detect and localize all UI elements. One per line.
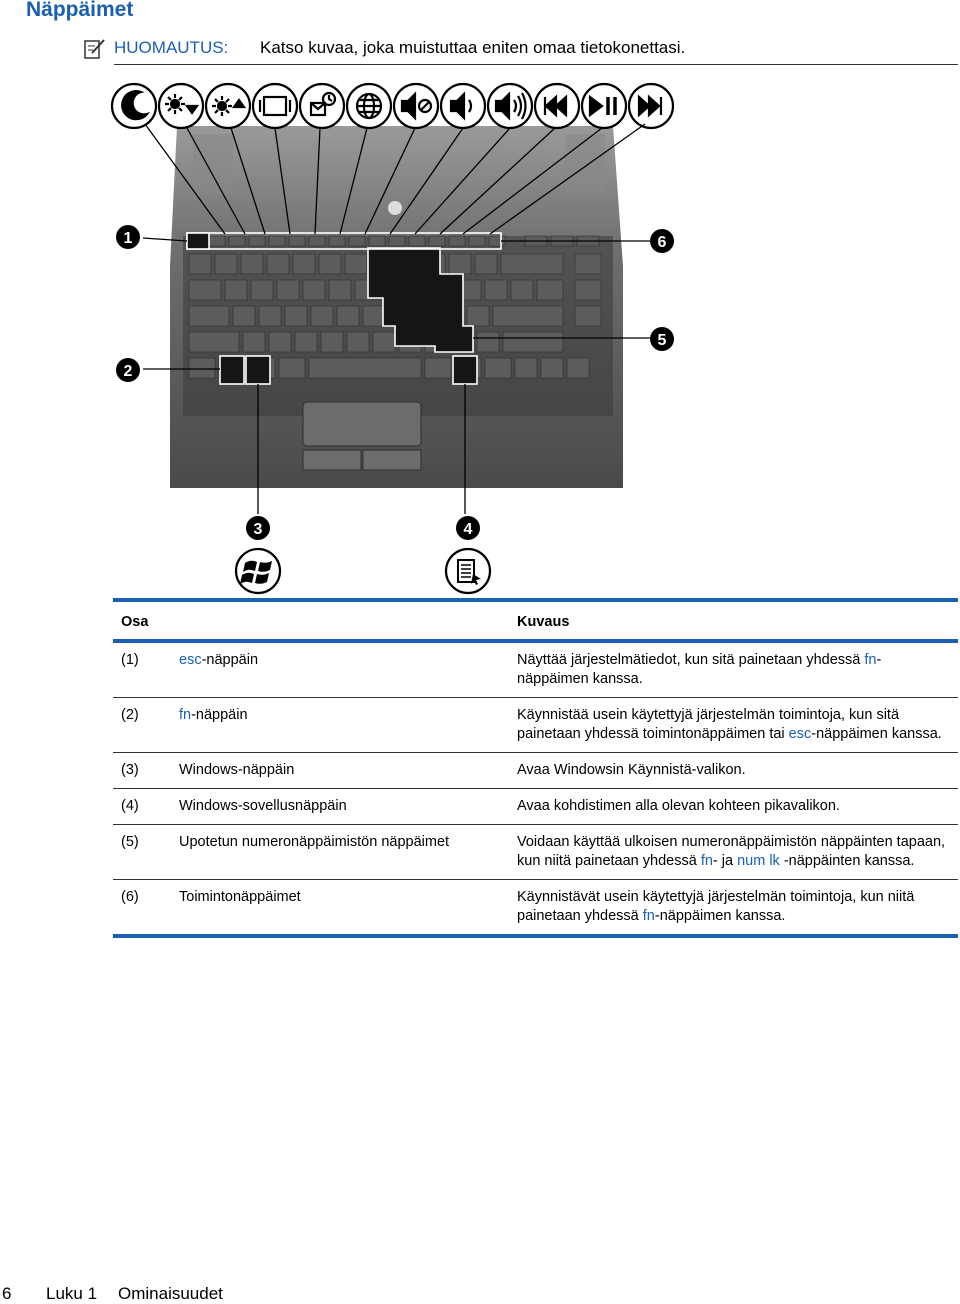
header-description: Kuvaus xyxy=(517,614,570,630)
row-part-key: fn xyxy=(179,707,192,723)
chapter-name: Ominaisuudet xyxy=(118,1284,223,1303)
row-description: Käynnistää usein käytettyjä järjestelmän… xyxy=(509,698,958,753)
table-row: (4) Windows-sovellusnäppäin Avaa kohdist… xyxy=(113,789,958,825)
callout-3-label: 3 xyxy=(254,521,263,538)
row-part-rest: -näppäin xyxy=(191,707,248,723)
desc-key: esc xyxy=(788,726,812,742)
callout-6-label: 6 xyxy=(658,234,667,251)
action-keys xyxy=(110,82,675,130)
play-pause-icon xyxy=(580,82,628,130)
volume-up-icon xyxy=(486,82,534,130)
row-part: fn-näppäin xyxy=(171,698,509,753)
desc-key: fn xyxy=(642,908,655,924)
table-row: (3) Windows-näppäin Avaa Windowsin Käynn… xyxy=(113,753,958,789)
row-number: (3) xyxy=(121,762,139,778)
row-number: (5) xyxy=(121,834,139,850)
table-row: (5) Upotetun numeronäppäimistön näppäime… xyxy=(113,825,958,880)
web-browser-icon xyxy=(298,82,346,130)
callout-4-label: 4 xyxy=(464,521,473,538)
desc-text: -näppäimen kanssa. xyxy=(654,908,786,924)
note-divider xyxy=(114,64,958,65)
laptop-body xyxy=(170,126,623,488)
callout-4: 4 xyxy=(456,516,480,540)
row-description: Käynnistävät usein käytettyjä järjestelm… xyxy=(509,880,958,937)
desc-key: num lk xyxy=(737,853,780,869)
keyboard-figure: 1 2 3 4 5 6 xyxy=(110,82,675,595)
row-description: Näyttää järjestelmätiedot, kun sitä pain… xyxy=(509,641,958,698)
table-row: (6) Toimintonäppäimet Käynnistävät usein… xyxy=(113,880,958,937)
desc-text: -näppäinten kanssa. xyxy=(779,853,915,869)
table-header-row: Osa Kuvaus xyxy=(113,600,958,641)
row-part-key: esc xyxy=(179,652,202,668)
callout-1-label: 1 xyxy=(124,230,133,247)
desc-text: Näyttää järjestelmätiedot, kun sitä pain… xyxy=(517,652,865,668)
callout-6: 6 xyxy=(650,229,674,253)
mute-icon xyxy=(392,82,440,130)
sleep-icon xyxy=(110,82,158,130)
row-part: Windows-sovellusnäppäin xyxy=(179,798,347,814)
note-pencil-icon xyxy=(84,39,105,59)
desc-text: -näppäimen kanssa. xyxy=(517,652,882,687)
previous-track-icon xyxy=(533,82,581,130)
desc-text: -näppäimen kanssa. xyxy=(811,726,942,742)
callout-2-label: 2 xyxy=(124,363,133,380)
chapter-label: Luku 1 xyxy=(46,1284,98,1303)
page-title: Näppäimet xyxy=(26,0,134,21)
callout-5-label: 5 xyxy=(658,332,667,349)
callout-3: 3 xyxy=(246,516,270,540)
windows-logo-icon xyxy=(234,547,282,595)
row-part: esc-näppäin xyxy=(171,641,509,698)
internet-icon xyxy=(345,82,393,130)
row-number: (2) xyxy=(121,707,139,723)
callout-1: 1 xyxy=(116,225,140,249)
desc-text: - ja xyxy=(712,853,738,869)
applications-icon xyxy=(444,547,492,595)
table-row: (1) esc-näppäin Näyttää järjestelmätiedo… xyxy=(113,641,958,698)
desc-key: fn xyxy=(864,652,877,668)
key-description-table: Osa Kuvaus (1) esc-näppäin Näyttää järje… xyxy=(113,598,958,938)
callout-2: 2 xyxy=(116,358,140,382)
brightness-down-icon xyxy=(157,82,205,130)
note-label: HUOMAUTUS: xyxy=(114,38,229,57)
table-row: (2) fn-näppäin Käynnistää usein käytetty… xyxy=(113,698,958,753)
row-part-rest: -näppäin xyxy=(201,652,259,668)
row-part: Upotetun numeronäppäimistön näppäimet xyxy=(179,834,450,850)
brightness-up-icon xyxy=(204,82,252,130)
note-box: HUOMAUTUS: Katso kuvaa, joka muistuttaa … xyxy=(84,36,958,66)
row-description: Avaa kohdistimen alla olevan kohteen pik… xyxy=(517,798,840,814)
leader-lines xyxy=(142,123,650,514)
desc-text: Käynnistää usein käytettyjä järjestelmän… xyxy=(517,707,900,742)
row-description: Avaa Windowsin Käynnistä-valikon. xyxy=(517,762,746,778)
next-track-icon xyxy=(627,82,675,130)
desc-key: fn xyxy=(700,853,713,869)
desc-text: Käynnistävät usein käytettyjä järjestelm… xyxy=(517,889,915,924)
display-switch-icon xyxy=(251,82,299,130)
page-number: 6 xyxy=(2,1284,12,1303)
row-part: Toimintonäppäimet xyxy=(179,889,301,905)
row-description: Voidaan käyttää ulkoisen numeronäppäimis… xyxy=(509,825,958,880)
desc-text: Voidaan käyttää ulkoisen numeronäppäimis… xyxy=(517,834,946,869)
row-number: (1) xyxy=(121,652,139,668)
row-number: (4) xyxy=(121,798,139,814)
row-part: Windows-näppäin xyxy=(179,762,295,778)
callout-5: 5 xyxy=(650,327,674,351)
header-part: Osa xyxy=(121,614,149,630)
row-number: (6) xyxy=(121,889,139,905)
note-text: Katso kuvaa, joka muistuttaa eniten omaa… xyxy=(260,38,686,57)
volume-down-icon xyxy=(439,82,487,130)
